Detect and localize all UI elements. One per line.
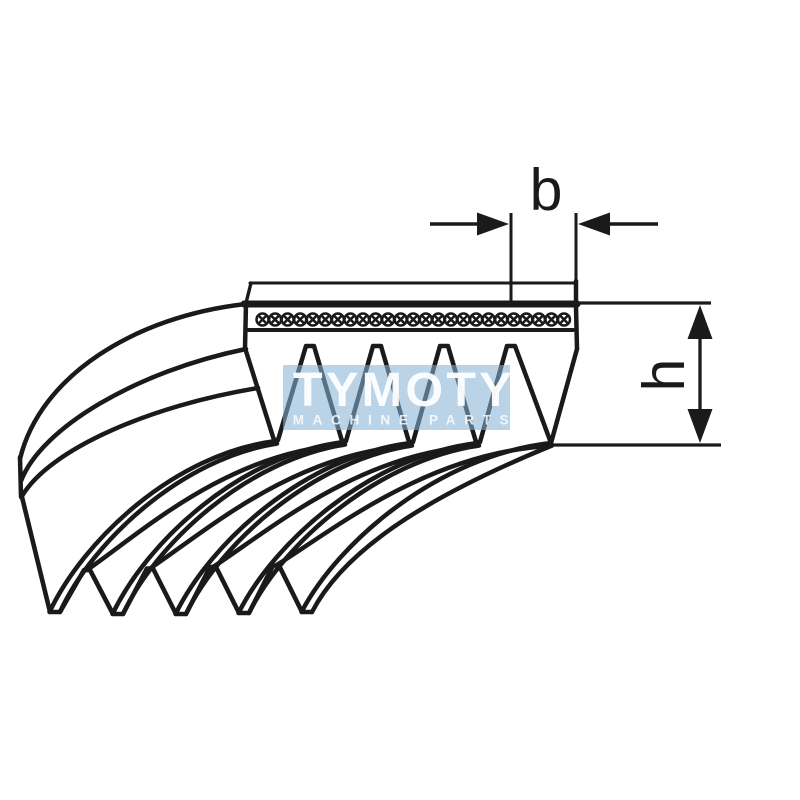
svg-text:b: b: [530, 157, 563, 223]
svg-text:h: h: [631, 359, 697, 392]
svg-text:TYMOTY: TYMOTY: [293, 363, 515, 417]
svg-text:MACHINE PARTS: MACHINE PARTS: [293, 413, 518, 428]
